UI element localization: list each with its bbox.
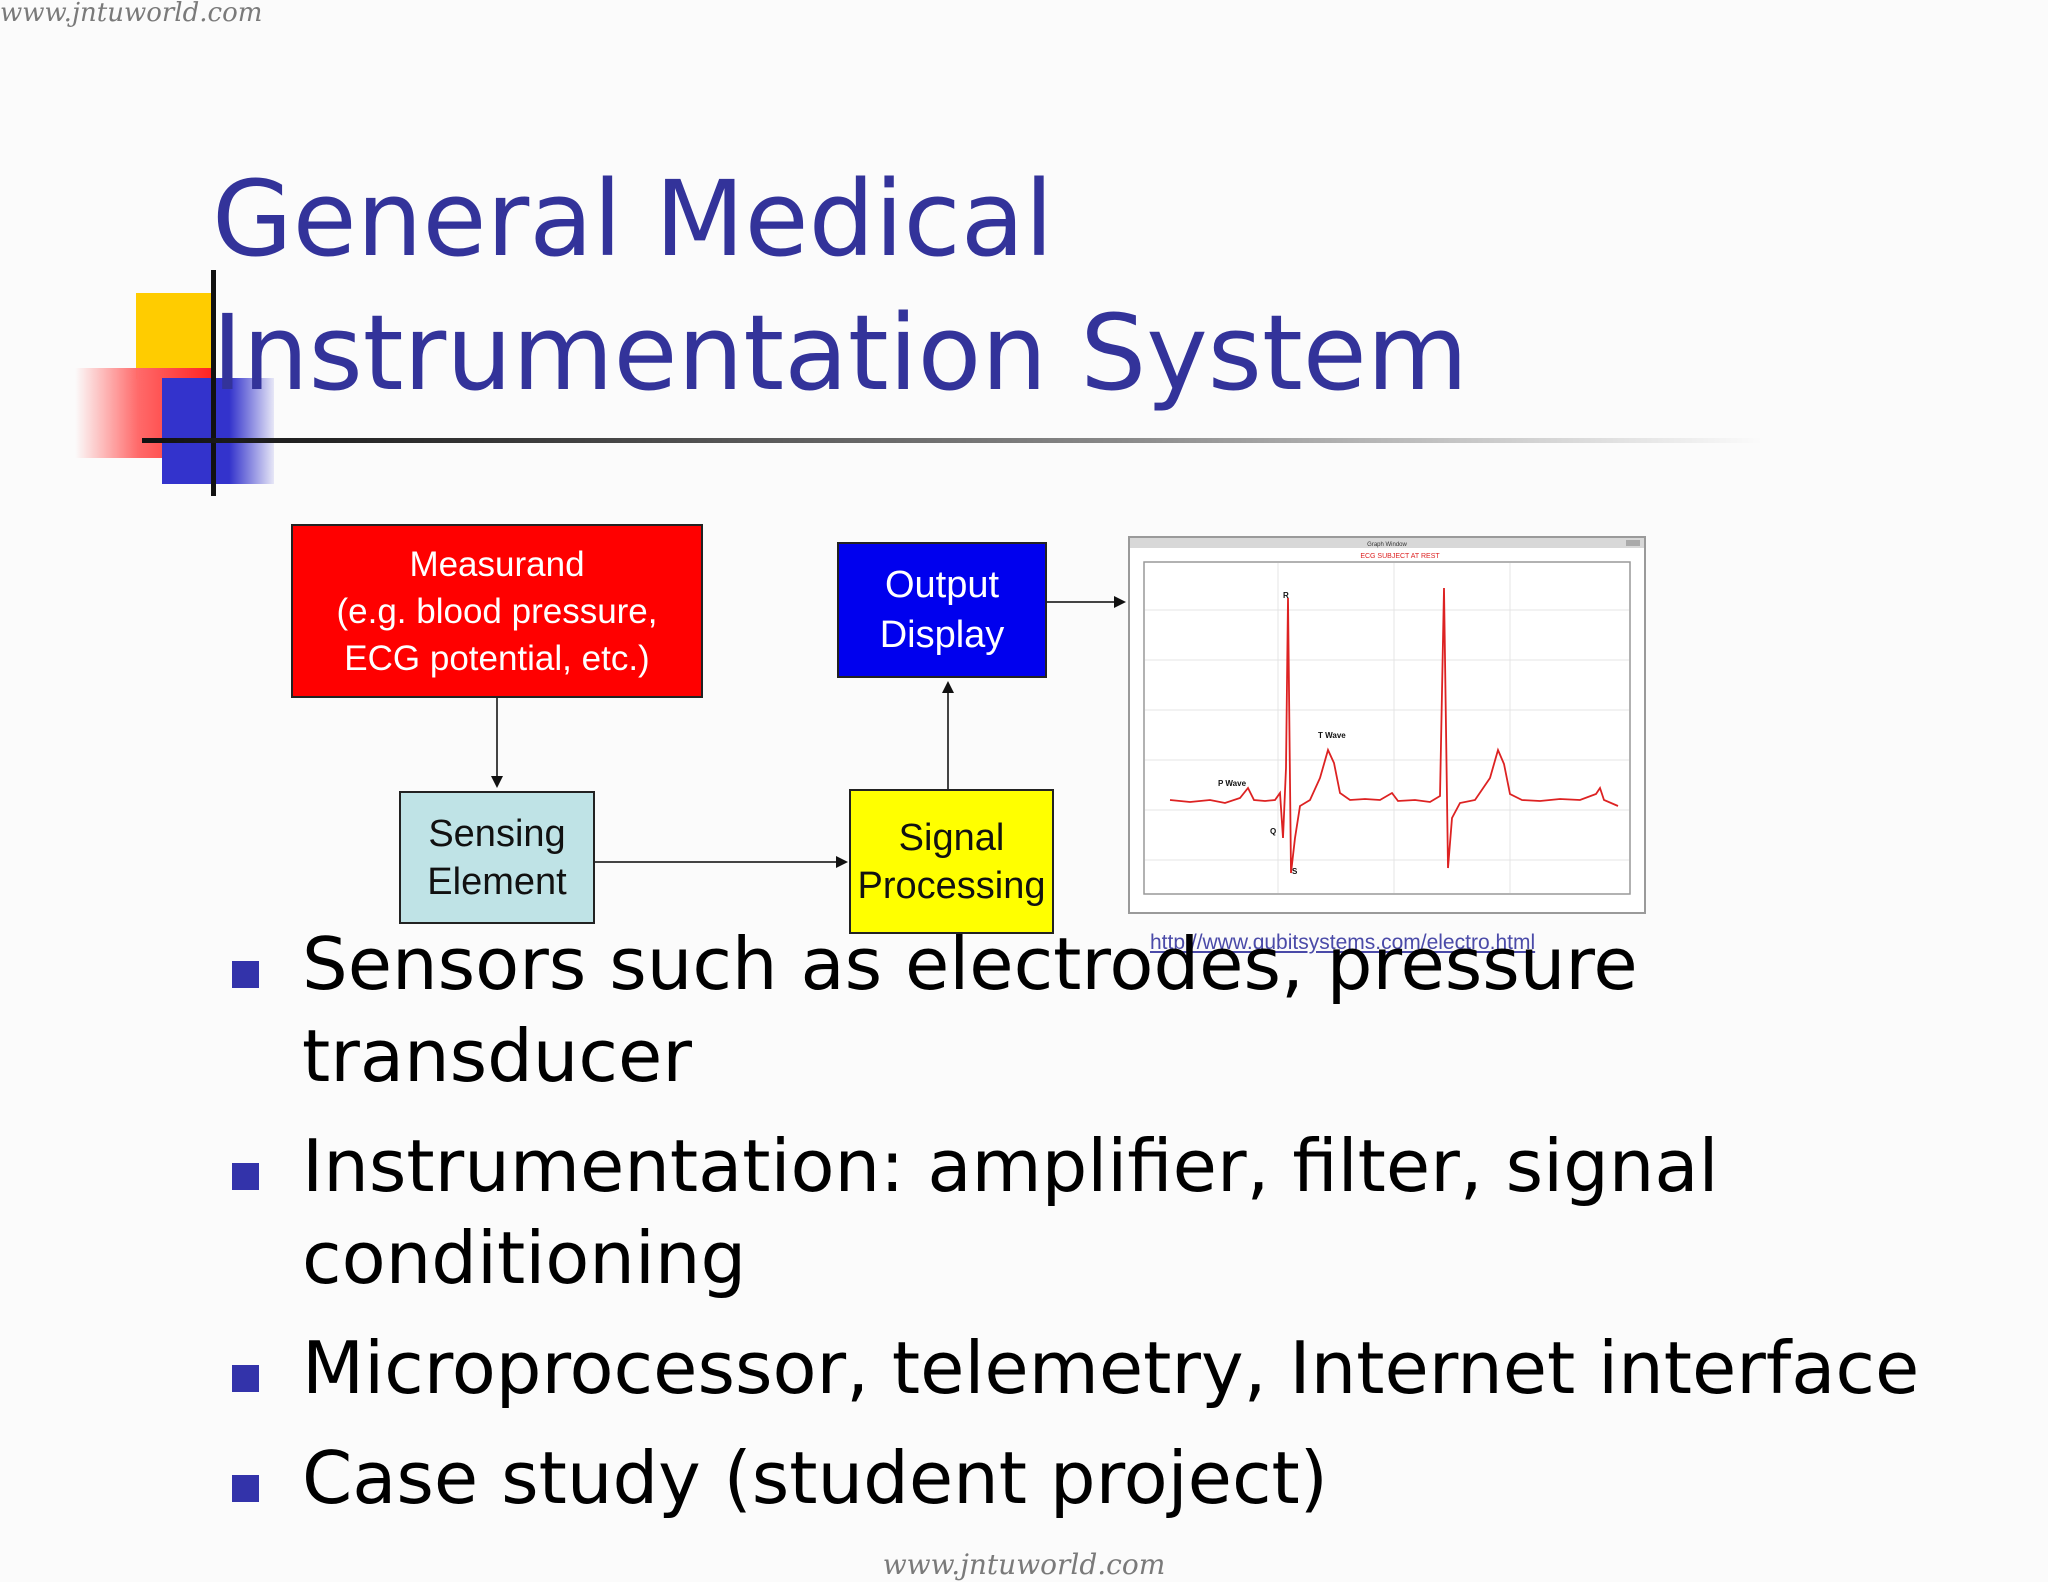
bullet-square-icon [232, 1365, 259, 1392]
output-label-line1: Output [884, 564, 1000, 606]
bullet-item: Sensors such as electrodes, pressure tra… [228, 918, 1948, 1102]
signal-label-line1: Signal [898, 816, 1005, 859]
ecg-header: ECG SUBJECT AT REST [1360, 553, 1440, 560]
output-display-box: Output Display [837, 542, 1047, 678]
sensing-label-line2: Element [427, 860, 567, 903]
ecg-plot: Graph Window ECG SUBJECT AT REST R T Wav… [1130, 538, 1644, 895]
bullet-text: Sensors such as electrodes, pressure tra… [302, 922, 1638, 1098]
watermark-top: www.jntuworld.com [0, 0, 263, 28]
ecg-label-q: Q [1270, 827, 1276, 836]
sensing-label-line1: Sensing [428, 812, 566, 855]
ecg-window-title: Graph Window [1367, 542, 1407, 548]
bullet-text: Case study (student project) [302, 1436, 1328, 1520]
ecg-label-p: P Wave [1218, 779, 1247, 788]
output-label-line2: Display [879, 614, 1005, 656]
bullet-list: Sensors such as electrodes, pressure tra… [228, 918, 1948, 1542]
watermark-bottom: www.jntuworld.com [882, 1548, 1166, 1581]
bullet-square-icon [232, 1163, 259, 1190]
ecg-trace [1169, 587, 1619, 874]
measurand-box: Measurand (e.g. blood pressure, ECG pote… [291, 524, 703, 698]
decorative-yellow-square [136, 293, 214, 379]
decorative-blue-square [162, 378, 274, 484]
ecg-graph-window: Graph Window ECG SUBJECT AT REST R T Wav… [1128, 536, 1646, 914]
decorative-vertical-line [211, 270, 216, 496]
bullet-square-icon [232, 961, 259, 988]
bullet-square-icon [232, 1475, 259, 1502]
signal-processing-box: Signal Processing [849, 789, 1054, 934]
ecg-label-r: R [1283, 591, 1289, 600]
measurand-example-line1: (e.g. blood pressure, [336, 591, 658, 631]
ecg-label-s: S [1292, 867, 1298, 876]
measurand-example-line2: ECG potential, etc.) [344, 638, 650, 678]
measurand-label: Measurand [409, 544, 585, 584]
bullet-item: Microprocessor, telemetry, Internet inte… [228, 1322, 1948, 1414]
signal-label-line2: Processing [857, 864, 1046, 907]
sensing-element-box: Sensing Element [399, 791, 595, 924]
bullet-text: Instrumentation: amplifier, filter, sign… [302, 1124, 1719, 1300]
bullet-item: Case study (student project) [228, 1432, 1948, 1524]
ecg-label-t: T Wave [1318, 731, 1346, 740]
title-underline [142, 438, 1762, 443]
ecg-source-url[interactable]: http://www.qubitsystems.com/electro.html [1150, 931, 1536, 954]
bullet-text: Microprocessor, telemetry, Internet inte… [302, 1326, 1920, 1410]
bullet-item: Instrumentation: amplifier, filter, sign… [228, 1120, 1948, 1304]
slide-title: General Medical Instrumentation System [212, 158, 1469, 414]
